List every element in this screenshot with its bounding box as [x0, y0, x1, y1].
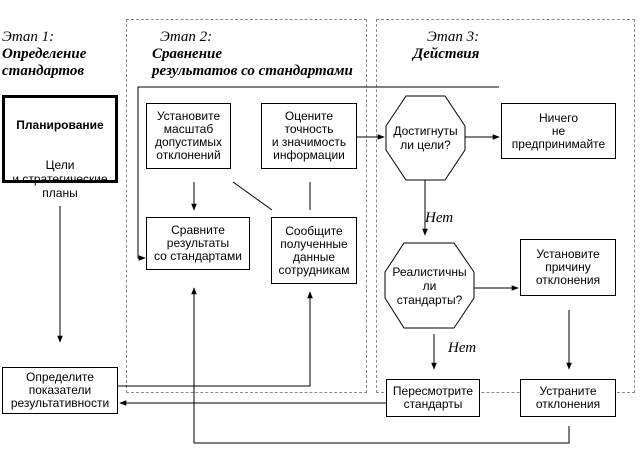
box-compare-results: Сравните результаты со стандартами	[146, 217, 250, 270]
stage-1-title: Этап 1: Определение стандартов	[2, 29, 86, 80]
decision-goals-shape	[385, 95, 466, 181]
stage-2-frame	[126, 19, 367, 393]
stage-2-number: Этап 2:	[160, 29, 213, 45]
stage-3-title: Этап 3: Действия	[413, 29, 479, 63]
label-no-realistic: Нет	[448, 340, 477, 356]
planning-box: Планирование Цели и стратегические планы	[2, 95, 118, 200]
box-assess-accuracy: Оцените точность и значимость информации	[261, 103, 357, 169]
arrow-indicators-to-report	[118, 291, 313, 387]
arrow-fix-to-compare	[191, 287, 570, 444]
box-fix-deviations: Устраните отклонения	[520, 379, 616, 417]
stage-3-name: Действия	[413, 46, 480, 62]
decision-realistic-shape	[384, 242, 475, 329]
decision-goals-text: Достигнуты ли цели?	[393, 124, 458, 152]
stage-2-title: Этап 2: Сравнение результатов со стандар…	[152, 29, 353, 80]
arrow-feedback-to-compare	[137, 86, 499, 261]
box-define-indicators: Определите показатели результативности	[2, 367, 118, 414]
box-do-nothing: Ничего не предпринимайте	[501, 103, 616, 159]
box-report-findings: Сообщите полученные данные сотрудникам	[271, 217, 357, 284]
stage-1-number: Этап 1:	[2, 29, 55, 45]
box-find-cause: Установите причину отклонения	[520, 239, 616, 296]
stage-3-number: Этап 3:	[427, 29, 480, 45]
box-revise-standards: Пересмотрите стандарты	[386, 379, 480, 417]
link-diagonal	[232, 181, 273, 211]
stage-2-name: Сравнение результатов со стандартами	[152, 46, 353, 79]
planning-title: Планирование	[16, 118, 104, 132]
box-set-tolerance: Установите масштаб допустимых отклонений	[146, 103, 231, 169]
stage-3-frame	[376, 19, 635, 393]
stage-1-name: Определение стандартов	[2, 46, 87, 79]
decision-realistic-text: Реалистичны ли стандарты?	[392, 264, 467, 307]
label-no-goals: Нет	[425, 210, 454, 226]
planning-body: Цели и стратегические планы	[12, 158, 108, 200]
